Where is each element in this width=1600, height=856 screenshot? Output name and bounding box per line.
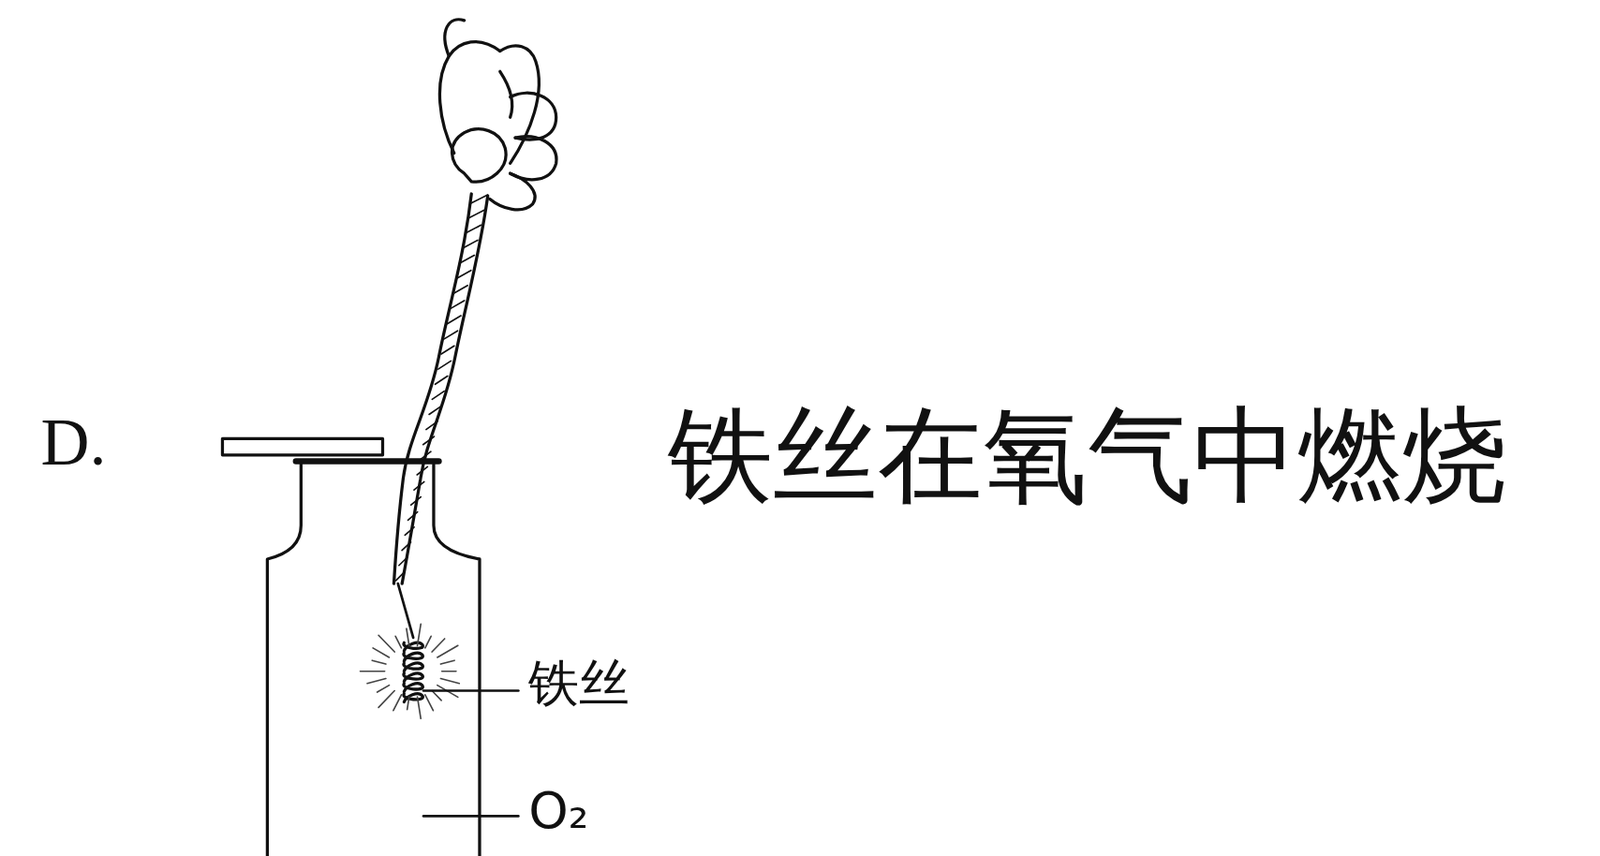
wire-holder [393,193,472,584]
spark [378,691,395,709]
bottle-mouth [296,458,440,465]
spark [395,636,401,648]
leader-line [423,689,519,693]
wire-holder [401,195,489,584]
spark [417,696,422,719]
part-label: 铁丝 [528,658,630,710]
hand [439,19,557,210]
spark [431,638,445,652]
spark [393,695,402,712]
spark [407,696,410,711]
spark [406,628,410,646]
iron-wire-coil [403,642,424,702]
spark [442,670,457,673]
spark [378,635,395,652]
gas-bottle [266,464,480,856]
spark [377,685,390,693]
spark [417,623,422,646]
part-label: O₂ [528,785,589,837]
glass-plate [222,438,383,455]
spark [372,648,389,658]
spark [425,636,431,648]
spark [360,670,386,673]
spark [425,695,434,712]
spark [440,660,455,665]
caption-text: 铁丝在氧气中燃烧 [667,402,1508,508]
spark [367,679,386,684]
spark [371,660,386,665]
spark [431,691,442,701]
iron-wire [398,583,414,638]
spark [437,645,459,658]
leader-line [423,814,519,818]
sparks [360,623,460,719]
rope-twist [396,194,489,581]
spark [440,679,460,684]
option-letter: D. [41,408,107,476]
